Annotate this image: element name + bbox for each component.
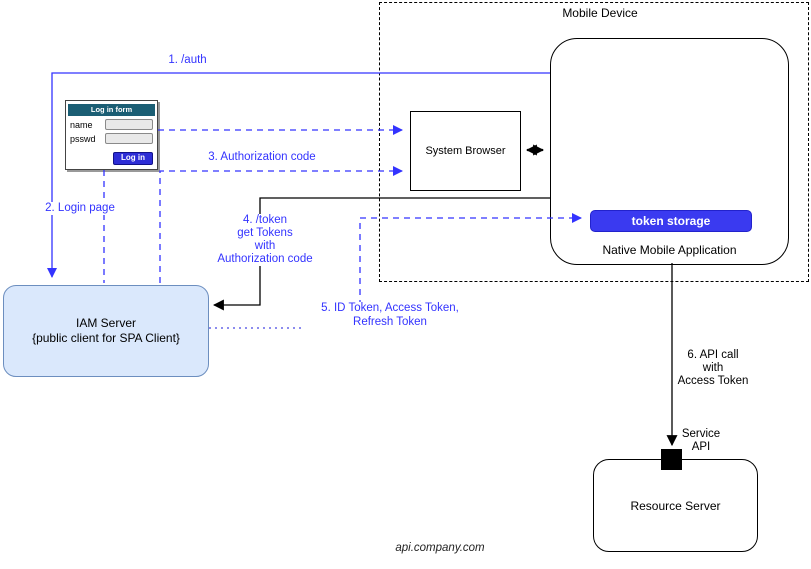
login-form-button-row: Log in xyxy=(70,147,153,165)
step4-label-line2: get Tokens xyxy=(237,227,293,239)
name-field-label: name xyxy=(70,119,93,130)
step6-label-line2: with xyxy=(702,362,724,374)
step5-label-line1: 5. ID Token, Access Token, xyxy=(321,302,459,314)
step3-label: 3. Authorization code xyxy=(208,151,316,164)
resource-server-label: Resource Server xyxy=(630,498,721,513)
step6-label-line3: Access Token xyxy=(677,375,749,387)
step4-label-line3: with xyxy=(254,240,276,252)
step4-label-line1: 4. /token xyxy=(242,214,288,226)
login-form-name-row: name xyxy=(70,119,153,130)
login-form-window: Log in form name psswd Log in xyxy=(65,100,158,170)
login-button[interactable]: Log in xyxy=(113,151,153,165)
iam-server-subtitle: {public client for SPA Client} xyxy=(32,331,180,345)
service-api-port-icon xyxy=(661,449,682,470)
iam-server-box: IAM Server {public client for SPA Client… xyxy=(3,285,209,377)
token-storage-box: token storage xyxy=(590,210,752,232)
step2-label: 2. Login page xyxy=(42,202,118,215)
step1-label: 1. /auth xyxy=(168,54,207,66)
step5-label-line2: Refresh Token xyxy=(353,315,427,328)
psswd-input[interactable] xyxy=(105,133,153,144)
step4-label: 4. /token get Tokens with Authorization … xyxy=(203,214,327,266)
psswd-field-label: psswd xyxy=(70,133,96,144)
iam-server-name: IAM Server xyxy=(75,316,136,330)
token-storage-label: token storage xyxy=(631,214,711,228)
service-api-label: Service API xyxy=(676,428,726,454)
system-browser-box: System Browser xyxy=(410,111,521,191)
step6-label-line1: 6. API call xyxy=(687,349,739,361)
native-mobile-application-label: Native Mobile Application xyxy=(602,243,737,257)
login-form-titlebar: Log in form xyxy=(68,104,155,116)
resource-server-box: Resource Server xyxy=(593,459,758,552)
step6-label: 6. API call with Access Token xyxy=(662,349,764,388)
step4-label-line4: Authorization code xyxy=(217,253,313,265)
mobile-device-label: Mobile Device xyxy=(562,6,638,20)
service-api-label-line2: API xyxy=(691,441,711,453)
step5-label: 5. ID Token, Access Token, Refresh Token xyxy=(302,302,478,329)
footer-domain-label: api.company.com xyxy=(395,542,485,554)
login-form-psswd-row: psswd xyxy=(70,133,153,144)
name-input[interactable] xyxy=(105,119,153,130)
system-browser-label: System Browser xyxy=(425,145,506,157)
service-api-label-line1: Service xyxy=(681,428,721,440)
